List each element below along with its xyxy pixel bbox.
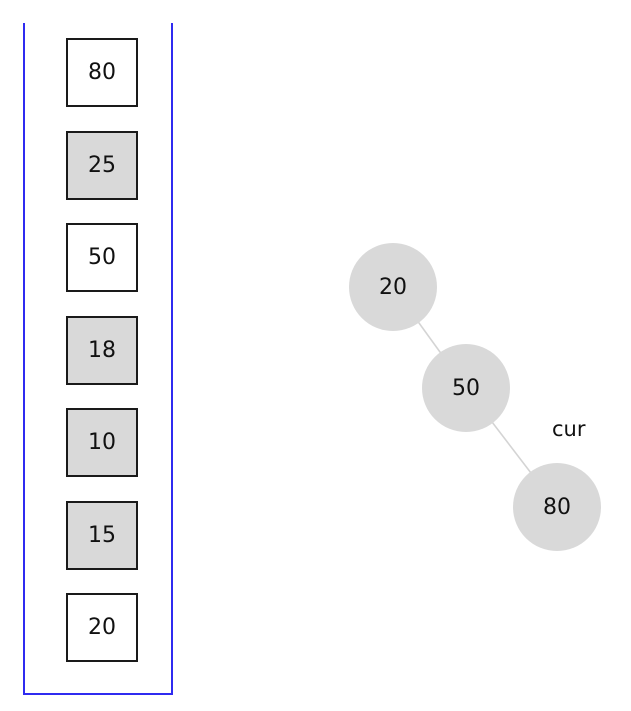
array-item-25: 25	[66, 131, 138, 200]
array-item-15: 15	[66, 501, 138, 570]
array-item-18: 18	[66, 316, 138, 385]
array-container-frame	[23, 23, 173, 695]
tree-node-20: 20	[349, 243, 437, 331]
array-item-10: 10	[66, 408, 138, 477]
array-item-50: 50	[66, 223, 138, 292]
tree-node-80: 80	[513, 463, 601, 551]
cur-pointer-label: cur	[552, 417, 586, 441]
array-item-20: 20	[66, 593, 138, 662]
array-item-80: 80	[66, 38, 138, 107]
tree-node-50: 50	[422, 344, 510, 432]
